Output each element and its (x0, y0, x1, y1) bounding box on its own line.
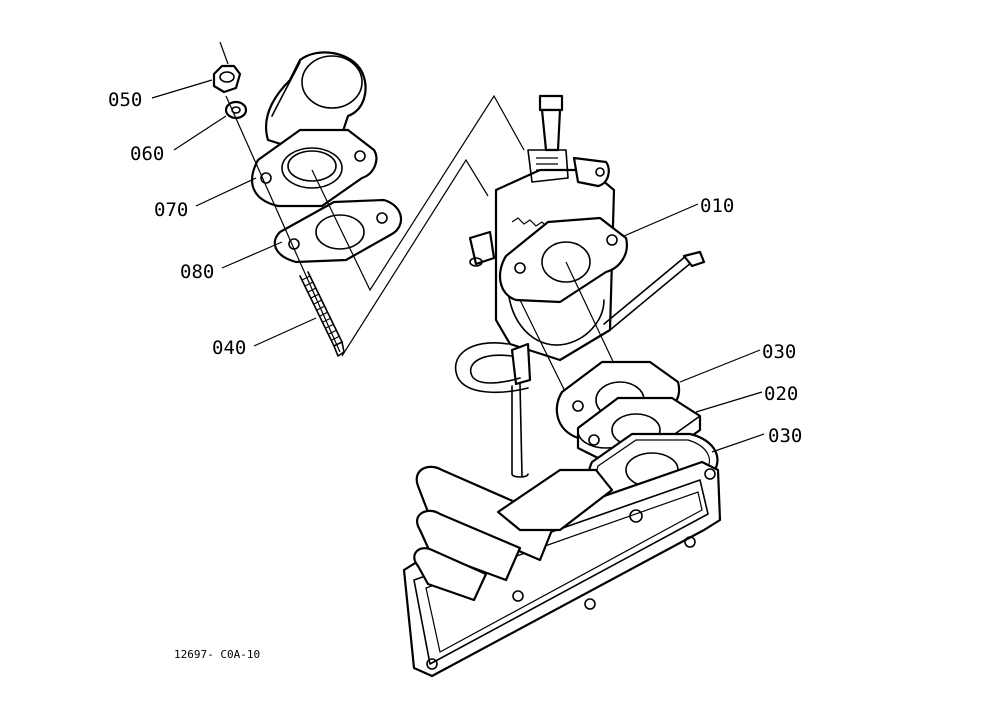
part-080-gasket (273, 198, 402, 264)
callout-040: 040 (212, 337, 246, 359)
callout-010: 010 (700, 195, 734, 217)
callout-050: 050 (108, 89, 142, 111)
callout-leaders (151, 79, 765, 453)
callout-060: 060 (130, 143, 164, 165)
reference-code: 12697- C0A-10 (174, 648, 260, 661)
part-040-stud (299, 271, 345, 357)
intake-elbow (264, 51, 367, 152)
callout-020: 020 (764, 383, 798, 405)
part-060-washer (224, 100, 248, 120)
callout-030-lower: 030 (768, 425, 802, 447)
callout-080: 080 (180, 261, 214, 283)
intake-manifold (402, 460, 722, 678)
part-050-nut (212, 41, 242, 94)
part-070-flange (250, 128, 378, 208)
callout-030-upper: 030 (762, 341, 796, 363)
choke-rod (603, 250, 706, 331)
callout-070: 070 (154, 199, 188, 221)
